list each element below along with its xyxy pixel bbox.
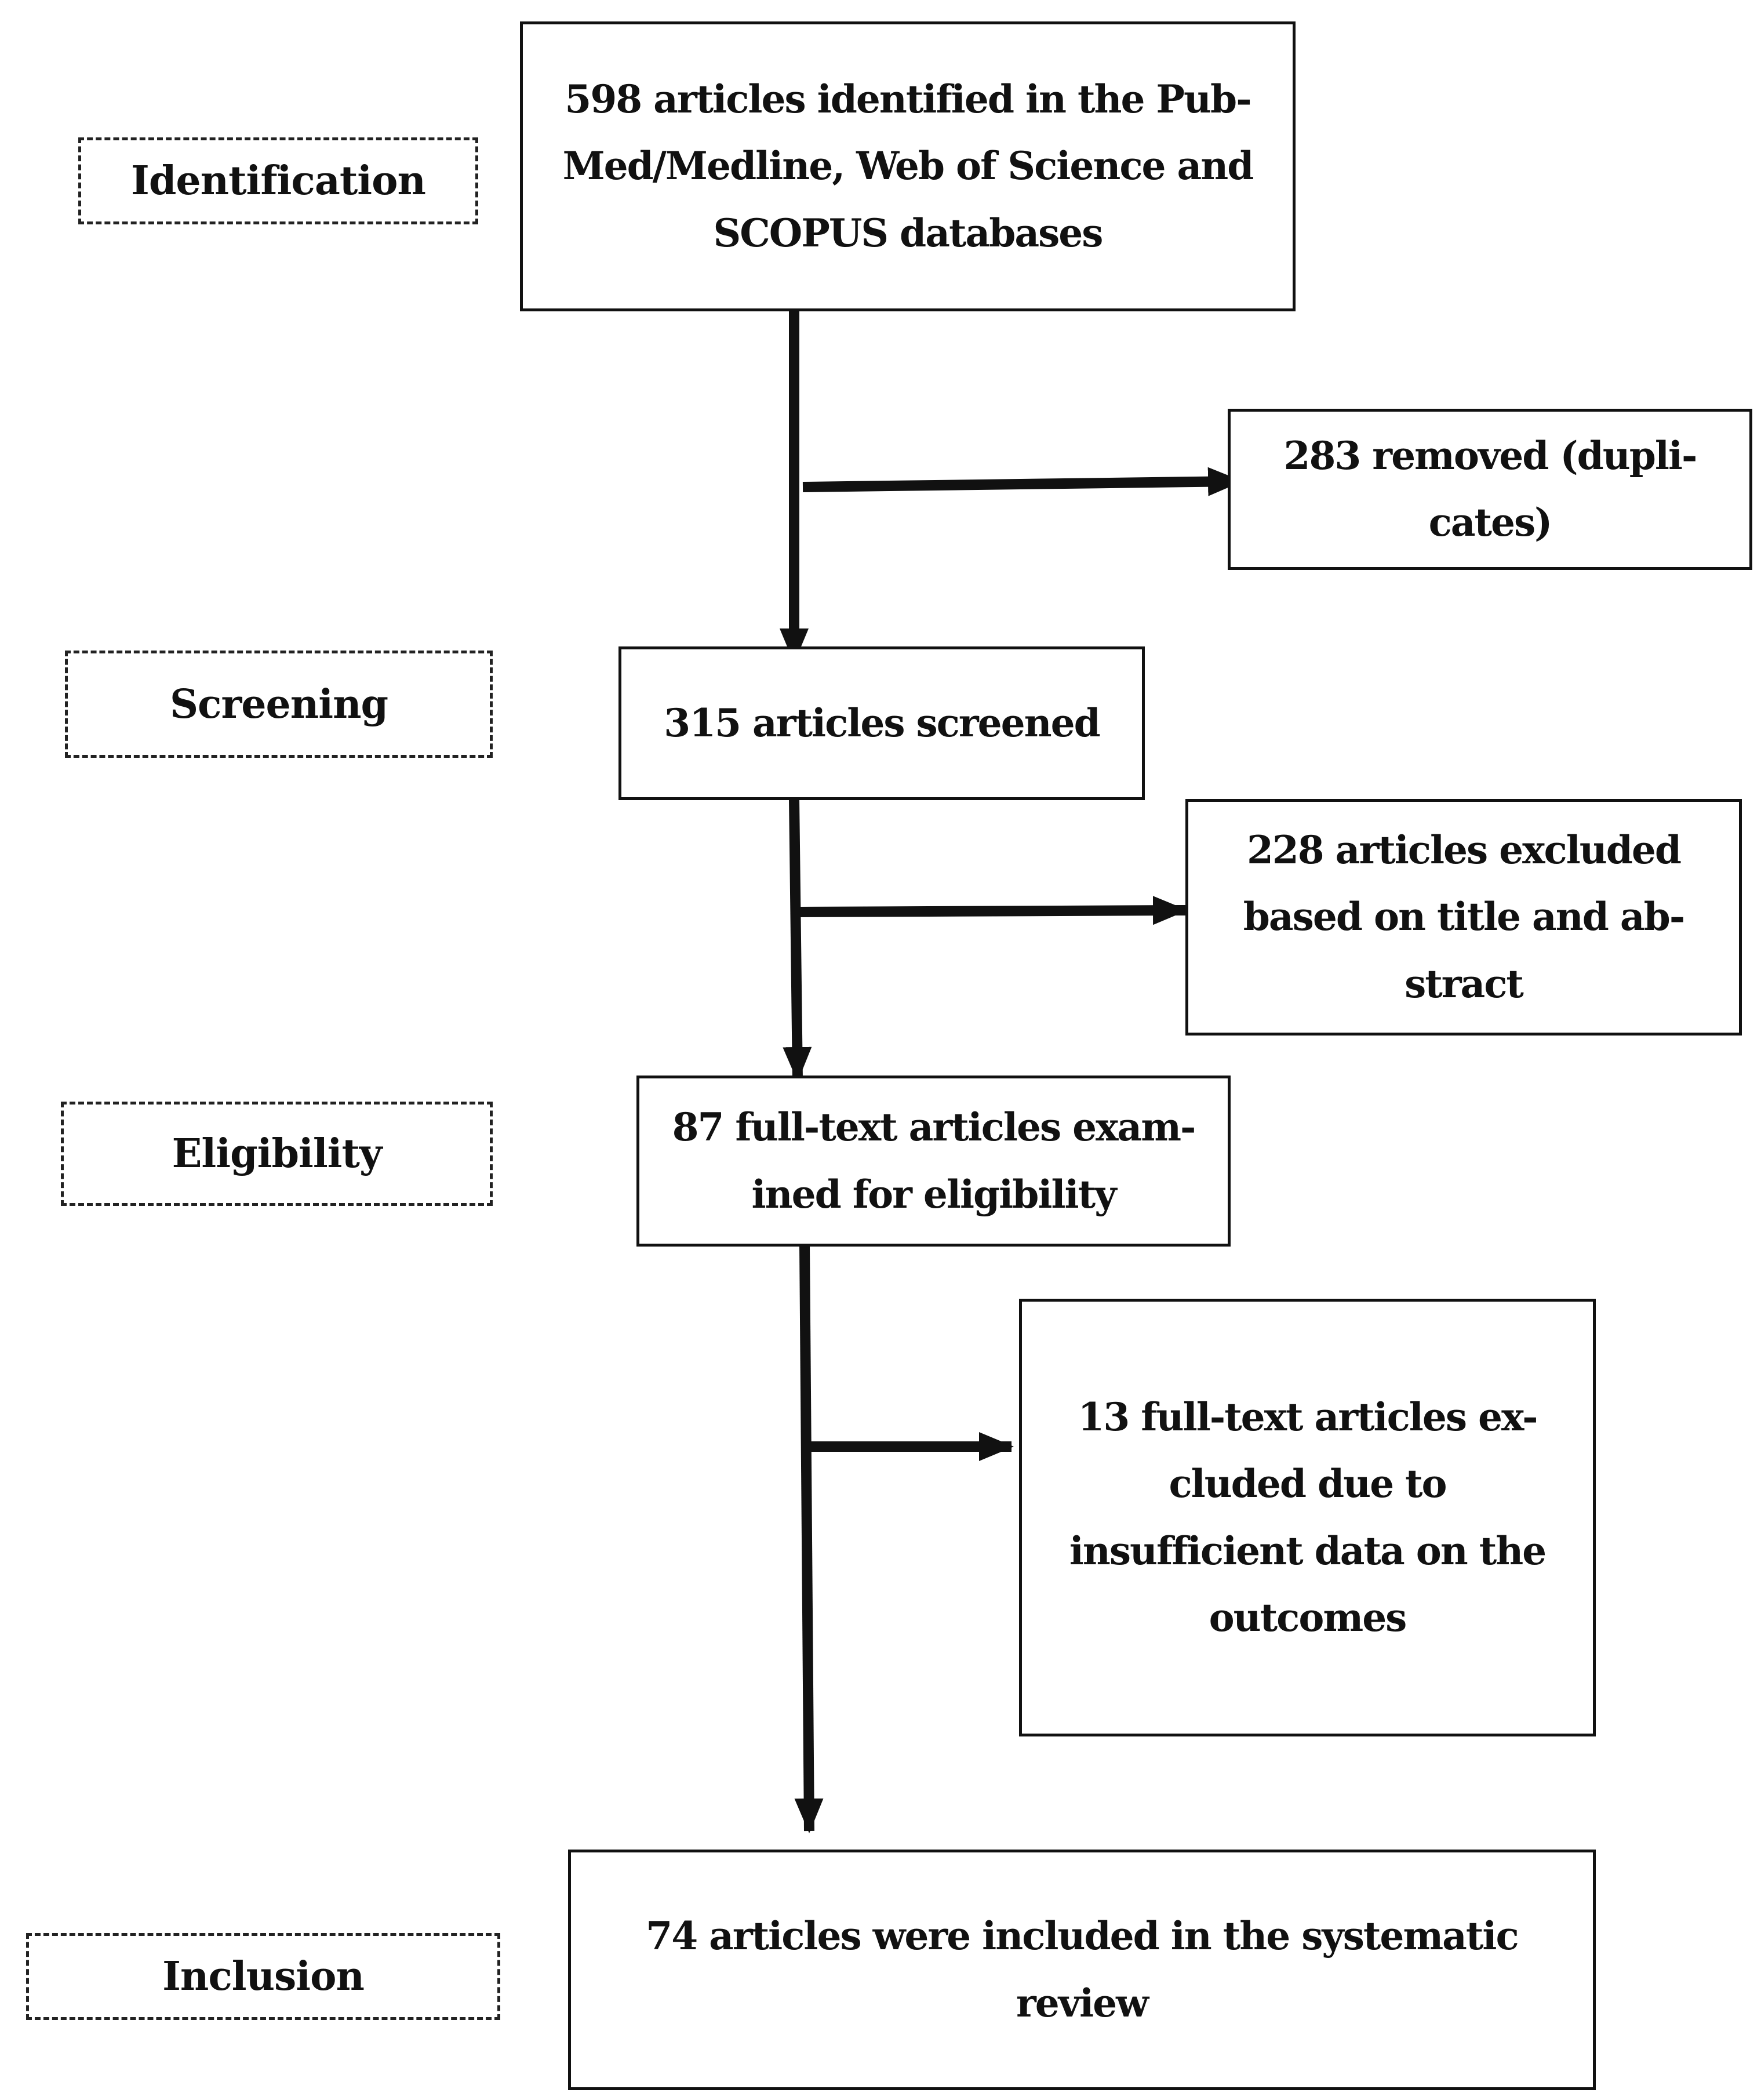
box-included-text: 74 articles were included in the systema… xyxy=(646,1913,1519,2026)
box-full-text-examined-text: 87 full-text articles exam-ined for elig… xyxy=(672,1105,1196,1217)
box-full-text-excluded-text: 13 full-text articles ex-cluded due to i… xyxy=(1069,1394,1547,1641)
arrow-to-excluded-title-abstract xyxy=(799,896,1188,925)
arrow-screened-to-full-text xyxy=(783,798,812,1082)
stage-label-eligibility: Eligibility xyxy=(61,1102,493,1206)
arrow-full-text-to-included xyxy=(794,1245,824,1833)
stage-label-identification: Identification xyxy=(78,137,478,224)
box-full-text-excluded: 13 full-text articles ex-cluded due to i… xyxy=(1019,1299,1596,1736)
box-duplicates-removed: 283 removed (dupli-cates) xyxy=(1228,409,1752,570)
box-excluded-title-abstract: 228 articles excluded based on title and… xyxy=(1185,799,1742,1036)
box-identified: 598 articles identified in the Pub-Med/M… xyxy=(520,21,1296,311)
box-included: 74 articles were included in the systema… xyxy=(568,1850,1596,2090)
box-identified-text: 598 articles identified in the Pub-Med/M… xyxy=(562,76,1254,256)
stage-label-screening: Screening xyxy=(65,651,493,758)
box-duplicates-removed-text: 283 removed (dupli-cates) xyxy=(1283,433,1698,546)
box-full-text-examined: 87 full-text articles exam-ined for elig… xyxy=(636,1076,1231,1247)
stage-label-inclusion: Inclusion xyxy=(26,1933,500,2020)
box-screened-text: 315 articles screened xyxy=(664,700,1100,746)
box-screened: 315 articles screened xyxy=(618,646,1145,800)
arrow-to-duplicates-removed xyxy=(802,467,1243,496)
box-excluded-title-abstract-text: 228 articles excluded based on title and… xyxy=(1243,827,1685,1007)
